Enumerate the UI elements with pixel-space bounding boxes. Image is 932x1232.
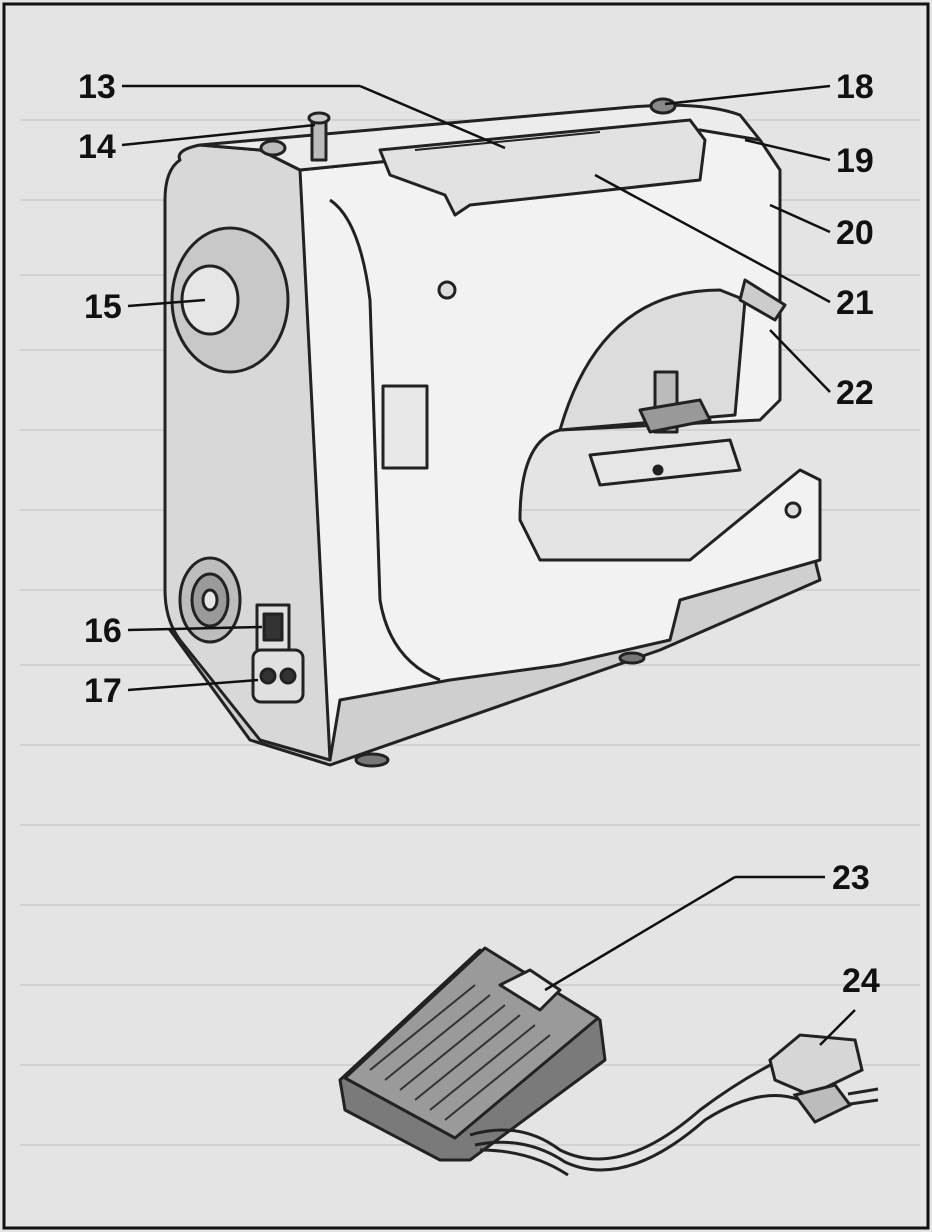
body-window xyxy=(381,384,429,470)
reverse-lever xyxy=(738,278,787,322)
body-hole xyxy=(437,280,457,300)
label-22: 22 xyxy=(836,374,874,412)
presser-foot xyxy=(638,398,712,434)
label-17: 17 xyxy=(84,672,122,710)
power-socket-housing xyxy=(251,648,305,704)
foot-pedal xyxy=(338,946,607,1162)
callout-labels: 13 14 15 16 17 18 19 20 21 22 23 24 xyxy=(78,68,880,1000)
power-cord xyxy=(469,1058,801,1177)
front-arm-curve xyxy=(329,198,441,682)
power-switch xyxy=(262,612,284,642)
label-18: 18 xyxy=(836,68,874,106)
label-15: 15 xyxy=(84,288,122,326)
handwheel-hub xyxy=(180,264,240,336)
label-20: 20 xyxy=(836,214,874,252)
pedal-emblem xyxy=(498,968,562,1012)
carrying-handle xyxy=(378,118,707,217)
bobbin-winder-stopper xyxy=(259,139,287,157)
needle-head-recess xyxy=(558,288,747,432)
leader-lines xyxy=(121,84,856,1046)
mains-plug xyxy=(792,1083,879,1124)
label-14: 14 xyxy=(78,128,116,166)
needle-plate xyxy=(588,438,742,487)
thread-guide-knob xyxy=(649,97,677,115)
label-13: 13 xyxy=(78,68,116,106)
front-screw xyxy=(784,501,802,519)
label-23: 23 xyxy=(832,859,870,897)
sewing-machine xyxy=(163,97,822,768)
motor-vent xyxy=(178,556,242,644)
label-19: 19 xyxy=(836,142,874,180)
machine-plug xyxy=(768,1033,864,1097)
label-16: 16 xyxy=(84,612,122,650)
label-24: 24 xyxy=(842,962,880,1000)
label-21: 21 xyxy=(836,284,874,322)
